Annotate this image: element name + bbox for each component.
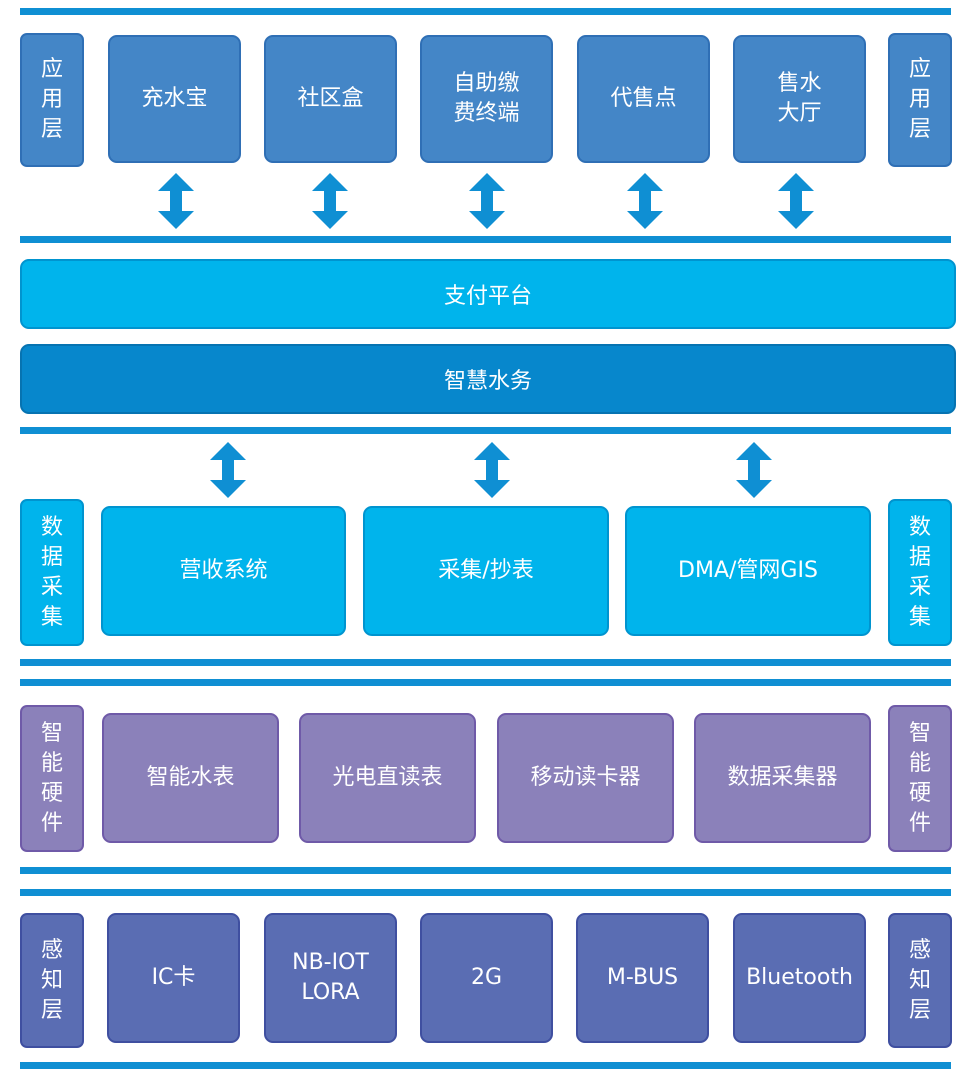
data-item-meter-reading[interactable]: 采集/抄表 bbox=[363, 506, 609, 636]
separator-line-2 bbox=[20, 236, 951, 243]
double-vertical-arrow-icon bbox=[736, 442, 772, 498]
separator-line-1 bbox=[20, 8, 951, 15]
app-item-self-service-terminal[interactable]: 自助缴 费终端 bbox=[420, 35, 553, 163]
app-item-recharge[interactable]: 充水宝 bbox=[108, 35, 241, 163]
hardware-layer-right-label: 智 能 硬 件 bbox=[888, 705, 952, 852]
hw-item-photoelectric-meter[interactable]: 光电直读表 bbox=[299, 713, 476, 843]
double-vertical-arrow-icon bbox=[210, 442, 246, 498]
sense-item-m-bus[interactable]: M-BUS bbox=[576, 913, 709, 1043]
double-vertical-arrow-icon bbox=[469, 173, 505, 229]
double-vertical-arrow-icon bbox=[158, 173, 194, 229]
sense-item-bluetooth[interactable]: Bluetooth bbox=[733, 913, 866, 1043]
application-layer-left-label: 应 用 层 bbox=[20, 33, 84, 167]
sense-layer-right-label: 感 知 层 bbox=[888, 913, 952, 1048]
double-vertical-arrow-icon bbox=[312, 173, 348, 229]
hardware-layer-left-label: 智 能 硬 件 bbox=[20, 705, 84, 852]
sense-item-2g[interactable]: 2G bbox=[420, 913, 553, 1043]
hw-item-mobile-card-reader[interactable]: 移动读卡器 bbox=[497, 713, 674, 843]
double-vertical-arrow-icon bbox=[778, 173, 814, 229]
separator-line-7 bbox=[20, 889, 951, 896]
separator-line-8 bbox=[20, 1062, 951, 1069]
sense-item-ic-card[interactable]: IC卡 bbox=[107, 913, 240, 1043]
smart-water-bar[interactable]: 智慧水务 bbox=[20, 344, 956, 414]
data-layer-left-label: 数 据 采 集 bbox=[20, 499, 84, 646]
sense-item-nb-iot-lora[interactable]: NB-IOT LORA bbox=[264, 913, 397, 1043]
separator-line-4 bbox=[20, 659, 951, 666]
hw-item-data-collector[interactable]: 数据采集器 bbox=[694, 713, 871, 843]
double-vertical-arrow-icon bbox=[474, 442, 510, 498]
app-item-community-box[interactable]: 社区盒 bbox=[264, 35, 397, 163]
data-item-billing-system[interactable]: 营收系统 bbox=[101, 506, 346, 636]
separator-line-6 bbox=[20, 867, 951, 874]
double-vertical-arrow-icon bbox=[627, 173, 663, 229]
separator-line-5 bbox=[20, 679, 951, 686]
payment-platform-bar[interactable]: 支付平台 bbox=[20, 259, 956, 329]
app-item-agent-point[interactable]: 代售点 bbox=[577, 35, 710, 163]
hw-item-smart-meter[interactable]: 智能水表 bbox=[102, 713, 279, 843]
app-item-water-hall[interactable]: 售水 大厅 bbox=[733, 35, 866, 163]
application-layer-right-label: 应 用 层 bbox=[888, 33, 952, 167]
separator-line-3 bbox=[20, 427, 951, 434]
data-layer-right-label: 数 据 采 集 bbox=[888, 499, 952, 646]
data-item-dma-gis[interactable]: DMA/管网GIS bbox=[625, 506, 871, 636]
sense-layer-left-label: 感 知 层 bbox=[20, 913, 84, 1048]
